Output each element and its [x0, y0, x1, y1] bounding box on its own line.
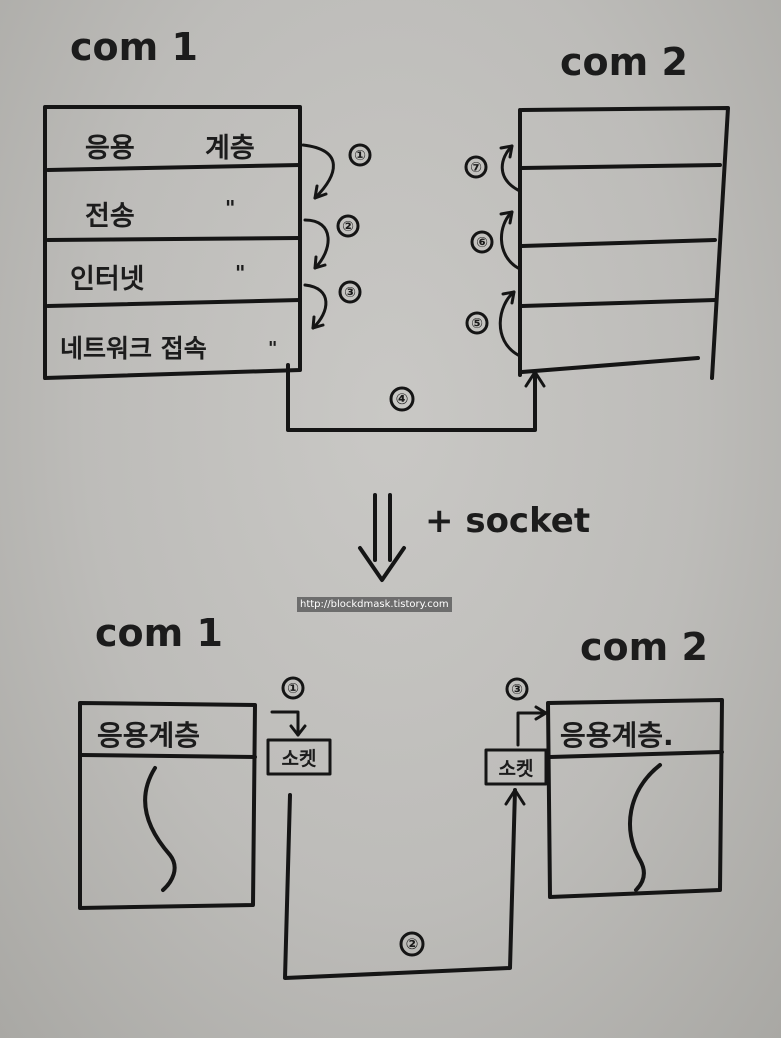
bottom-com1-socket-label: 소켓 [282, 748, 317, 770]
top-app-layer-suffix: 계층 [205, 133, 255, 164]
bottom-step3-label: ③ [511, 682, 523, 698]
top-step6-arrow [499, 210, 520, 270]
bottom-step1-label: ① [287, 681, 299, 697]
top-transport-ditto: " [225, 196, 235, 220]
top-network-access-label: 네트워크 접속 [60, 334, 207, 363]
top-step3-arrow [303, 283, 328, 330]
top-step1-label: ① [354, 148, 366, 164]
top-step6-label: ⑥ [476, 235, 488, 251]
top-step4-connection [286, 363, 537, 432]
bottom-com1-wavy-line [143, 766, 177, 892]
bottom-com2-socket-label: 소켓 [499, 758, 534, 780]
top-internet-layer-label: 인터넷 [70, 264, 145, 295]
top-internet-ditto: " [235, 261, 245, 285]
bottom-step1-arrow [270, 710, 300, 737]
bottom-step3-arrow [516, 711, 548, 747]
bottom-com2-socket-box [484, 748, 548, 786]
bottom-com1-box [78, 701, 257, 910]
bottom-com1-socket-box [266, 738, 332, 776]
top-step1-arrow [301, 143, 335, 200]
top-com2-title: com 2 [560, 40, 688, 84]
bottom-com1-title: com 1 [95, 611, 223, 655]
bottom-step2-label: ② [406, 935, 419, 953]
bottom-com1-app-layer: 응용계층 [97, 719, 200, 752]
top-transport-layer-label: 전송 [85, 201, 135, 232]
top-step7-label: ⑦ [470, 160, 482, 176]
top-com2-layer-stack [518, 106, 730, 380]
top-step3-label: ③ [344, 285, 356, 301]
top-step5-arrow [498, 290, 520, 357]
watermark-url: http://blockdmask.tistory.com [297, 597, 452, 612]
top-app-layer-label: 응용 [85, 133, 135, 164]
bottom-com2-wavy-line [627, 763, 662, 892]
bottom-com2-box [546, 698, 724, 899]
top-com1-layer-stack [43, 105, 302, 380]
bottom-com2-app-layer: 응용계층. [560, 719, 674, 752]
top-step4-label: ④ [396, 390, 409, 408]
socket-label: + socket [425, 501, 590, 541]
top-step7-arrow [500, 144, 520, 192]
bottom-step2-connection [283, 788, 517, 980]
top-step2-arrow [303, 218, 330, 270]
down-double-arrow-icon [358, 493, 406, 582]
bottom-com2-title: com 2 [580, 625, 708, 669]
top-step5-label: ⑤ [471, 316, 483, 332]
top-com1-title: com 1 [70, 25, 198, 69]
top-network-ditto: " [268, 338, 277, 359]
top-step2-label: ② [342, 219, 354, 235]
